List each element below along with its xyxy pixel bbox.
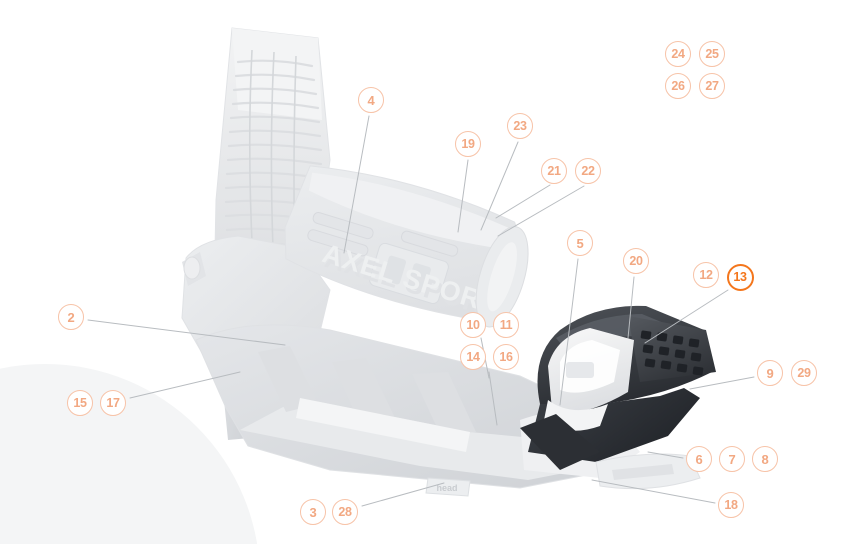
part-ratchet-assembly [595, 453, 701, 490]
callout-label: 22 [581, 164, 595, 178]
callout-label: 26 [671, 79, 685, 93]
callout-marker-27[interactable]: 27 [699, 73, 725, 99]
part-baseplate: head [195, 324, 640, 497]
callout-label: 4 [367, 92, 375, 108]
callout-label: 12 [699, 268, 713, 282]
callout-marker-25[interactable]: 25 [699, 41, 725, 67]
brand-badge: head [425, 477, 471, 497]
callout-label: 25 [705, 47, 719, 61]
callout-marker-3[interactable]: 3 [300, 499, 326, 525]
callout-label: 8 [761, 451, 769, 467]
callout-marker-2[interactable]: 2 [58, 304, 84, 330]
callout-marker-15[interactable]: 15 [67, 390, 93, 416]
svg-text:head: head [436, 483, 457, 493]
callout-marker-29[interactable]: 29 [791, 360, 817, 386]
callout-label: 23 [513, 119, 527, 133]
callout-marker-6[interactable]: 6 [686, 446, 712, 472]
toe-pad [628, 316, 716, 382]
callout-label: 19 [461, 137, 475, 151]
callout-marker-23[interactable]: 23 [507, 113, 533, 139]
callout-marker-17[interactable]: 17 [100, 390, 126, 416]
callout-marker-4[interactable]: 4 [358, 87, 384, 113]
callout-label: 5 [576, 235, 584, 251]
callout-label: 9 [766, 365, 774, 381]
callout-marker-20[interactable]: 20 [623, 248, 649, 274]
callout-label: 6 [695, 451, 703, 467]
callout-marker-5[interactable]: 5 [567, 230, 593, 256]
callout-label: 20 [629, 254, 643, 268]
callout-marker-11[interactable]: 11 [493, 312, 519, 338]
callout-marker-24[interactable]: 24 [665, 41, 691, 67]
callout-label: 16 [499, 350, 513, 364]
callout-marker-22[interactable]: 22 [575, 158, 601, 184]
callout-marker-19[interactable]: 19 [455, 131, 481, 157]
callout-label: 13 [733, 270, 747, 284]
callout-marker-12[interactable]: 12 [693, 262, 719, 288]
callout-marker-14[interactable]: 14 [460, 344, 486, 370]
callout-marker-9[interactable]: 9 [757, 360, 783, 386]
callout-marker-28[interactable]: 28 [332, 499, 358, 525]
callout-label: 24 [671, 47, 685, 61]
callout-marker-7[interactable]: 7 [719, 446, 745, 472]
part-toe-strap-highlighted [520, 305, 716, 470]
callout-label: 2 [67, 309, 75, 325]
callout-label: 3 [309, 504, 317, 520]
callout-label: 17 [106, 396, 120, 410]
callout-marker-13[interactable]: 13 [726, 263, 754, 291]
callout-marker-8[interactable]: 8 [752, 446, 778, 472]
callout-label: 29 [797, 366, 811, 380]
callout-label: 7 [728, 451, 736, 467]
callout-label: 27 [705, 79, 719, 93]
callout-marker-16[interactable]: 16 [493, 344, 519, 370]
callout-label: 28 [338, 505, 352, 519]
callout-label: 11 [499, 318, 513, 332]
callout-label: 14 [466, 350, 480, 364]
callout-label: 18 [724, 498, 738, 512]
callout-label: 10 [466, 318, 480, 332]
callout-marker-18[interactable]: 18 [718, 492, 744, 518]
callout-label: 21 [547, 164, 561, 178]
callout-marker-10[interactable]: 10 [460, 312, 486, 338]
callout-marker-21[interactable]: 21 [541, 158, 567, 184]
callout-label: 15 [73, 396, 87, 410]
callout-marker-26[interactable]: 26 [665, 73, 691, 99]
